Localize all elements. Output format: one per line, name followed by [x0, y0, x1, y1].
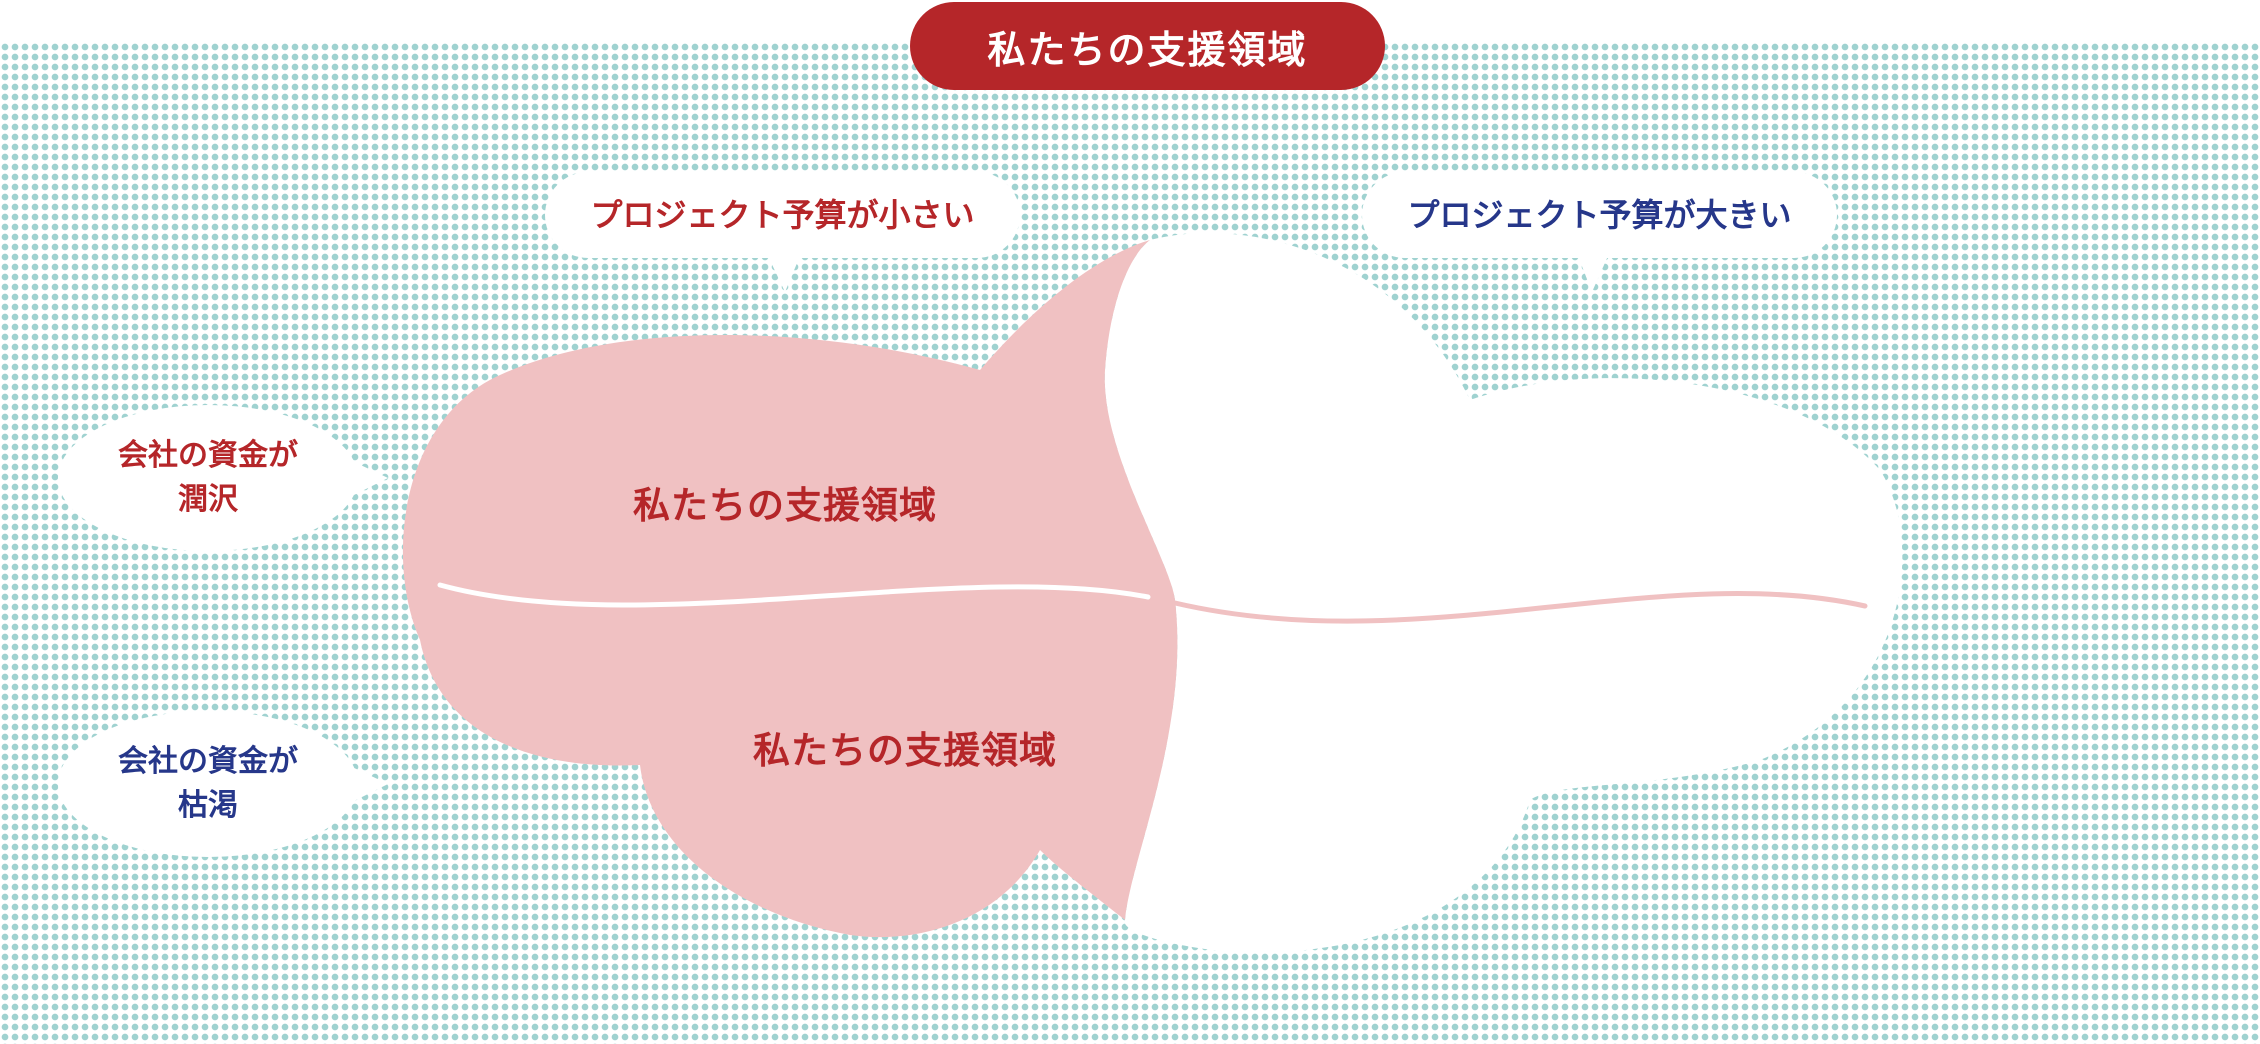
divider-line-right: [1172, 591, 1868, 624]
axis-label-rich-funds: 会社の資金が 潤沢: [118, 438, 298, 517]
axis-label-large-budget: プロジェクト予算が大きい: [1407, 196, 1792, 234]
axis-label-small-budget: プロジェクト予算が小さい: [590, 196, 975, 234]
support-area-shape: [402, 240, 1178, 938]
support-area-upper-label: 私たちの支援領域: [633, 484, 937, 527]
bubble-left-top: [58, 405, 388, 551]
divider-line-left: [437, 582, 1151, 608]
bubble-top-left: [545, 172, 1020, 292]
bubble-left-bottom: [58, 711, 388, 857]
bubble-top-right: [1362, 172, 1837, 292]
right-cloud-shape: [1104, 233, 1903, 953]
support-area-lower-label: 私たちの支援領域: [753, 729, 1057, 772]
page-title: 私たちの支援領域: [910, 2, 1385, 90]
axis-label-depleted-funds: 会社の資金が 枯渇: [118, 744, 298, 823]
